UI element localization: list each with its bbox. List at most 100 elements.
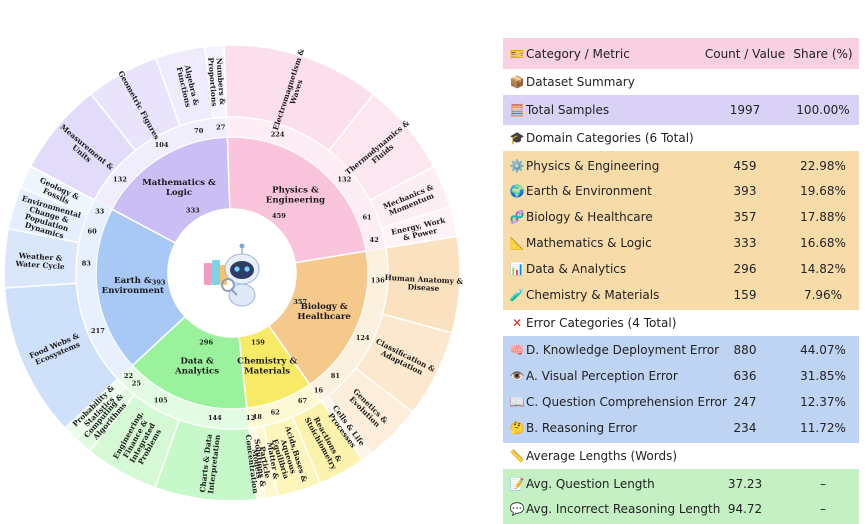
row-share: 31.85%: [800, 369, 846, 384]
row-count: 37.23: [727, 476, 763, 491]
subcategory-value-solutions-and-concentration: 12: [246, 414, 255, 422]
table-row: 💬 Avg. Incorrect Reasoning Length 94.72 …: [503, 497, 859, 523]
subcategory-value-engineering-finance-and-integrated-problems: 105: [154, 396, 168, 404]
table-row: 🧮 Total Samples 1997 100.00%: [503, 97, 859, 123]
table-row: 🌍 Earth & Environment 393 19.68%: [503, 179, 859, 205]
domain-label-mathematics-and-logic: Mathematics &Logic: [142, 178, 216, 198]
subcategory-value-acids-bases-and-aqueous-equilibria: 62: [271, 408, 280, 416]
abacus-icon: 🧮: [509, 102, 525, 117]
row-label: Data & Analytics: [526, 261, 627, 276]
row-count: 333: [733, 236, 757, 251]
subcategory-value-geology-and-fossils: 33: [95, 207, 105, 215]
subcategory-value-numbers-and-proportions: 27: [216, 123, 226, 131]
error-group: 🧠 D. Knowledge Deployment Error 880 44.0…: [503, 335, 859, 443]
header-category: Category / Metric: [526, 46, 630, 61]
header-share: Share (%): [793, 46, 853, 61]
domain-label-data-and-analytics: Data &Analytics: [174, 357, 219, 377]
subcategory-value-computing-and-algorithms: 25: [132, 379, 142, 387]
subcategory-label-numbers-and-proportions: Numbers &Proportions: [207, 56, 228, 106]
table-row: ⚙️ Physics & Engineering 459 22.98%: [503, 153, 859, 179]
subcategory-value-matter-and-particle-models: 18: [253, 413, 263, 421]
table-row: 👁️ A. Visual Perception Error 636 31.85%: [503, 363, 859, 389]
subcategory-value-food-webs-and-ecosystems: 217: [91, 327, 105, 335]
table-row: 🤔 B. Reasoning Error 234 11.72%: [503, 415, 859, 441]
subcategory-value-charts-and-data-interpretation: 144: [208, 414, 222, 422]
length-group: 📝 Avg. Question Length 37.23 – 💬 Avg. In…: [503, 468, 859, 524]
test-tube-icon: 🧪: [509, 287, 525, 302]
summary-table: 🎫 Category / Metric Count / Value Share …: [503, 38, 859, 524]
domain-value-mathematics-and-logic: 333: [186, 206, 200, 214]
domain-label-physics-and-engineering: Physics &Engineering: [266, 186, 325, 206]
section-average-lengths: 📏 Average Lengths (Words): [503, 442, 859, 469]
eye-icon: 👁️: [509, 369, 525, 384]
table-row: 🧪 Chemistry & Materials 159 7.96%: [503, 282, 859, 308]
subcategory-value-probability-and-statistics: 22: [124, 372, 133, 380]
section-label: Dataset Summary: [526, 75, 635, 89]
row-share: –: [820, 476, 826, 491]
row-count: 234: [733, 420, 757, 435]
ticket-icon: 🎫: [509, 46, 525, 61]
row-share: 44.07%: [800, 343, 846, 358]
section-label: Error Categories (4 Total): [526, 315, 677, 330]
subcategory-value-human-anatomy-and-disease: 136: [371, 277, 385, 285]
subcategory-value-cells-and-life-processes: 16: [314, 387, 324, 395]
row-label: C. Question Comprehension Error: [526, 395, 727, 410]
section-label: Average Lengths (Words): [526, 448, 678, 463]
row-label: Biology & Healthcare: [526, 210, 653, 225]
row-label: Avg. Incorrect Reasoning Length: [526, 502, 721, 517]
row-label: B. Reasoning Error: [526, 420, 638, 435]
section-dataset-summary: 📦 Dataset Summary: [503, 69, 859, 95]
row-share: 11.72%: [800, 420, 846, 435]
thinking-face-icon: 🤔: [509, 420, 525, 435]
robot-scientist-icon: [204, 243, 260, 307]
subcategory-value-electromagnetism-and-waves: 224: [271, 130, 285, 138]
speech-balloon-icon: 💬: [509, 502, 525, 517]
row-label: Physics & Engineering: [526, 158, 660, 173]
subcategory-value-measurement-and-units: 132: [113, 175, 127, 183]
table-row: 📊 Data & Analytics 296 14.82%: [503, 256, 859, 282]
graduation-cap-icon: 🎓: [509, 130, 525, 145]
row-count: 636: [733, 369, 757, 384]
row-count: 159: [733, 287, 757, 302]
row-share: –: [820, 502, 826, 517]
row-label: Mathematics & Logic: [526, 236, 652, 251]
row-share: 14.82%: [800, 261, 846, 276]
subcategory-value-algebra-and-functions: 70: [194, 127, 204, 135]
subcategory-value-genetics-and-evolution: 81: [331, 372, 340, 380]
subcategory-value-weather-and-water-cycle: 83: [82, 260, 92, 268]
bar-chart-icon: 📊: [509, 261, 525, 276]
center-illustration: [169, 210, 295, 336]
row-count: 1997: [729, 102, 761, 117]
row-count: 880: [733, 343, 757, 358]
subcategory-value-mechanics-and-momentum: 61: [362, 214, 371, 222]
domain-value-earth-and-environment: 393: [152, 279, 166, 287]
memo-icon: 📝: [509, 476, 525, 491]
open-book-icon: 📖: [509, 395, 525, 410]
row-share: 19.68%: [800, 184, 846, 199]
dna-icon: 🧬: [509, 210, 525, 225]
row-count: 296: [733, 261, 757, 276]
header-count: Count / Value: [704, 46, 786, 61]
ruler-icon: 📏: [509, 448, 525, 463]
table-row: 📖 C. Question Comprehension Error 247 12…: [503, 389, 859, 415]
row-label: Earth & Environment: [526, 184, 652, 199]
row-label: Chemistry & Materials: [526, 287, 660, 302]
sunburst-rings: [3, 44, 461, 502]
domain-label-earth-and-environment: Earth &Environment: [102, 276, 164, 296]
row-share: 7.96%: [803, 287, 843, 302]
subcategory-value-classification-and-adaptation: 124: [356, 334, 370, 342]
package-icon: 📦: [509, 75, 525, 89]
section-error-categories: ✕ Error Categories (4 Total): [503, 309, 859, 336]
row-share: 12.37%: [800, 395, 846, 410]
row-count: 247: [733, 395, 757, 410]
domain-value-physics-and-engineering: 459: [272, 212, 286, 220]
sunburst-chart: Physics &Engineering459224Electromagneti…: [3, 44, 464, 502]
section-domain-categories: 🎓 Domain Categories (6 Total): [503, 124, 859, 151]
row-count: 94.72: [727, 502, 763, 517]
domain-value-data-and-analytics: 296: [199, 338, 213, 346]
row-label: D. Knowledge Deployment Error: [526, 343, 720, 358]
subcategory-value-energy-work-and-power: 42: [370, 236, 379, 244]
domain-label-biology-and-healthcare: Biology &Healthcare: [297, 302, 351, 322]
brain-icon: 🧠: [509, 343, 525, 358]
domain-value-biology-and-healthcare: 357: [293, 298, 307, 306]
